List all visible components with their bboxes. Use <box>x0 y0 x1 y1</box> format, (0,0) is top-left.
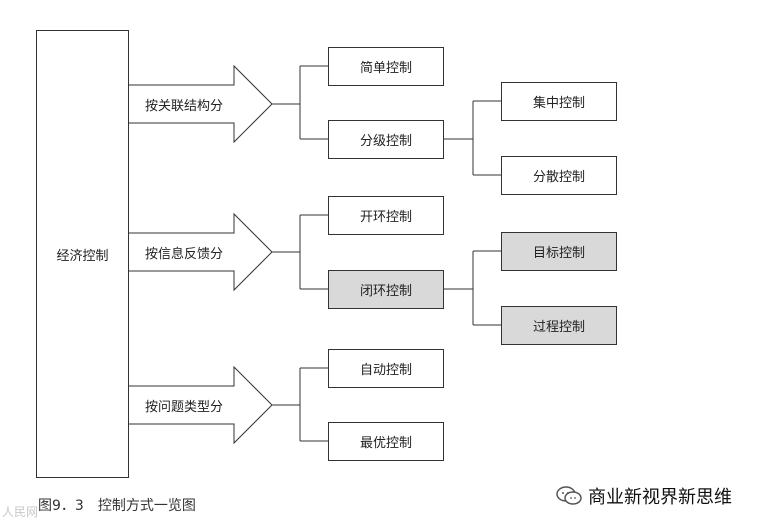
node-process-control: 过程控制 <box>501 306 617 345</box>
node-closed-loop-control: 闭环控制 <box>328 270 444 309</box>
node-label: 开环控制 <box>359 210 412 225</box>
node-label: 目标控制 <box>532 246 585 261</box>
node-simple-control: 简单控制 <box>328 47 444 86</box>
node-label: 闭环控制 <box>359 284 412 299</box>
arrow-shape-problem <box>127 365 273 445</box>
node-label: 简单控制 <box>359 61 412 76</box>
node-label: 集中控制 <box>532 96 585 111</box>
node-label: 分散控制 <box>532 170 585 185</box>
node-label: 最优控制 <box>359 436 412 451</box>
node-automatic-control: 自动控制 <box>328 349 444 388</box>
arrow-shape-feedback <box>127 212 273 292</box>
watermark-right: 商业新视界新思维 <box>556 483 732 509</box>
node-target-control: 目标控制 <box>501 232 617 271</box>
root-label: 经济控制 <box>56 248 109 264</box>
node-optimal-control: 最优控制 <box>328 422 444 461</box>
root-node: 经济控制 <box>36 30 129 478</box>
wechat-icon <box>556 486 582 505</box>
watermark-left-text: 人民网 <box>2 505 39 519</box>
node-open-loop-control: 开环控制 <box>328 196 444 235</box>
watermark-left: 人民网 <box>2 503 38 520</box>
bracket-hierarchical <box>444 100 501 176</box>
bracket-problem <box>272 367 328 442</box>
category-label-structure: 按关联结构分 <box>145 99 224 114</box>
bracket-closed-loop <box>444 250 501 326</box>
category-label-problem: 按问题类型分 <box>145 400 224 415</box>
node-decentralized-control: 分散控制 <box>501 156 617 195</box>
node-centralized-control: 集中控制 <box>501 82 617 121</box>
watermark-right-text: 商业新视界新思维 <box>588 487 732 508</box>
bracket-feedback <box>272 214 328 290</box>
category-label-feedback: 按信息反馈分 <box>145 247 224 262</box>
arrow-shape-structure <box>127 64 273 144</box>
bracket-structure <box>272 65 328 140</box>
node-label: 过程控制 <box>532 320 585 335</box>
node-label: 分级控制 <box>359 134 412 149</box>
figure-caption: 图9．3 控制方式一览图 <box>38 498 196 514</box>
node-hierarchical-control: 分级控制 <box>328 120 444 159</box>
node-label: 自动控制 <box>359 363 412 378</box>
